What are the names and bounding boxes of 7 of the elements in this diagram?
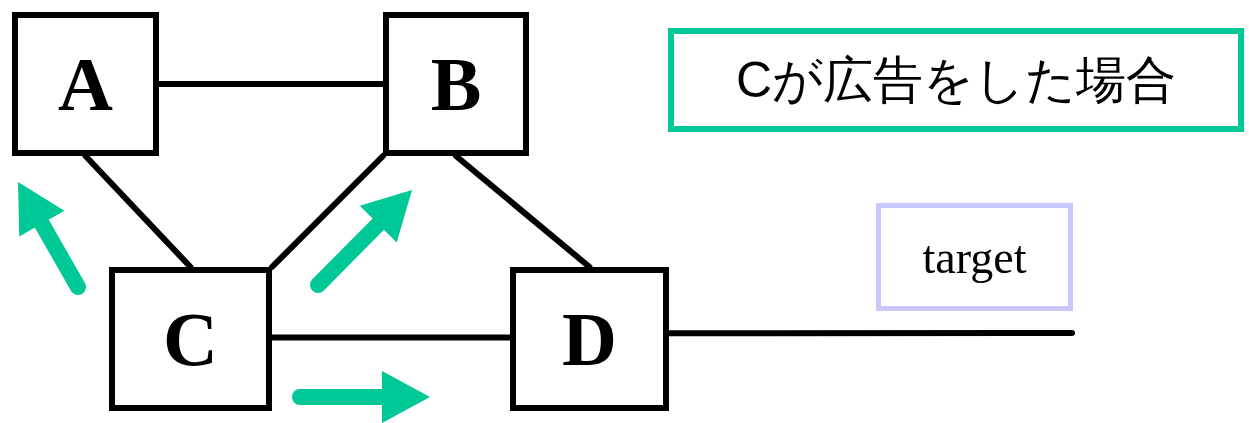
- title-box: Cが広告をした場合: [668, 28, 1244, 132]
- target-box: target: [876, 203, 1073, 311]
- letter-box: C: [109, 267, 272, 411]
- connector-line: [269, 153, 386, 270]
- letter-box: A: [12, 12, 159, 156]
- letter-box: D: [510, 267, 669, 411]
- letter-box: B: [383, 12, 529, 156]
